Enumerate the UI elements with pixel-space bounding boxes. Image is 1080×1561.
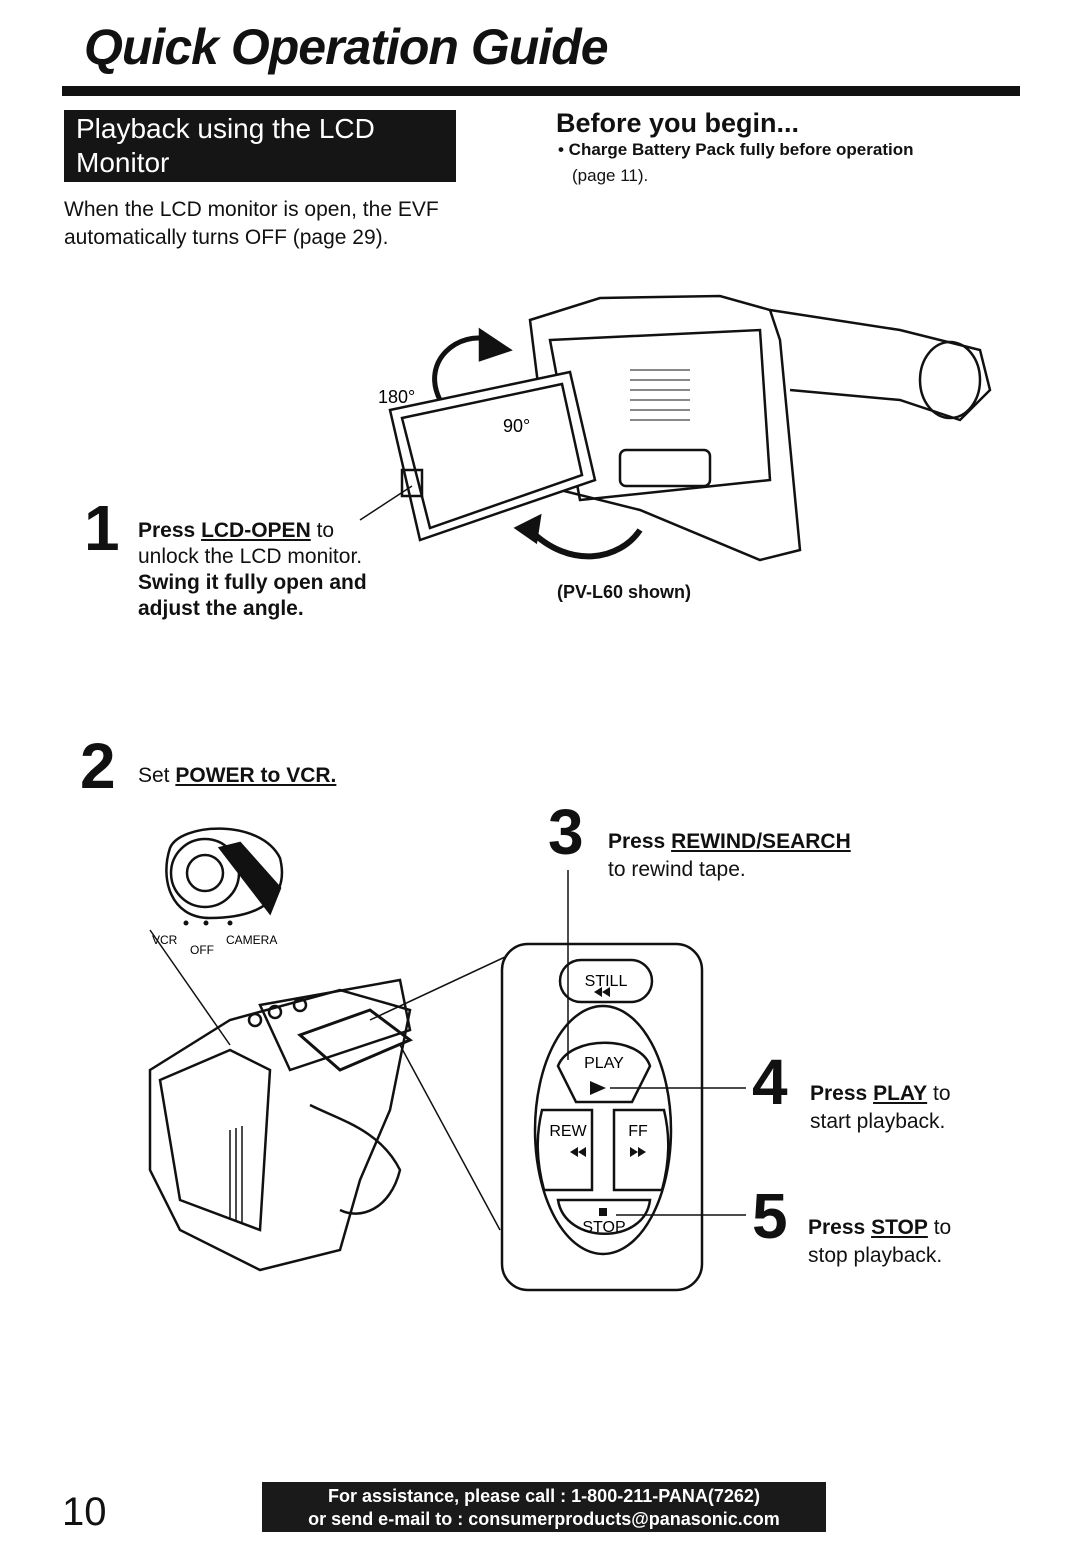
- before-page-ref: (page 11).: [572, 166, 649, 185]
- step-3-text: Press REWIND/SEARCH to rewind tape.: [608, 828, 851, 884]
- section-heading: Playback using the LCD Monitor: [64, 110, 456, 182]
- still-button-label: STILL: [585, 973, 628, 990]
- step-1-press: Press: [138, 519, 196, 542]
- intro-line2: automatically turns OFF (page 29).: [64, 226, 389, 249]
- play-button-label: PLAY: [584, 1055, 624, 1072]
- angle-180-label: 180°: [378, 387, 415, 407]
- step-4-button-name: PLAY: [873, 1082, 928, 1105]
- step-5-text: Press STOP to stop playback.: [808, 1214, 951, 1270]
- step-3-button-name: REWIND/SEARCH: [671, 830, 851, 853]
- step-3-press: Press: [608, 830, 666, 853]
- step-2-set: Set: [138, 764, 170, 787]
- step-5-number: 5: [752, 1180, 788, 1252]
- step-5-to: to: [933, 1216, 952, 1239]
- page-number: 10: [62, 1490, 107, 1534]
- step-1-number: 1: [84, 492, 120, 564]
- before-bullet: • Charge Battery Pack fully before opera…: [558, 140, 914, 159]
- step-4-line2: start playback.: [810, 1110, 946, 1133]
- assistance-phone: For assistance, please call : 1-800-211-…: [328, 1486, 760, 1506]
- step-5-press: Press: [808, 1216, 866, 1239]
- step-1-button-name: LCD-OPEN: [201, 519, 311, 542]
- step-1-line4: adjust the angle.: [138, 597, 304, 620]
- step-4-press: Press: [810, 1082, 868, 1105]
- step-2-action: POWER to VCR.: [175, 764, 337, 787]
- title-rule: [62, 86, 1020, 96]
- switch-label-off: OFF: [190, 943, 214, 957]
- switch-label-camera: CAMERA: [226, 933, 277, 947]
- button-panel-illustration: STILL PLAY REW FF STOP: [148, 870, 746, 1292]
- before-title: Before you begin...: [556, 108, 800, 138]
- step-4-text: Press PLAY to start playback.: [810, 1080, 951, 1136]
- stop-button-label: STOP: [582, 1219, 625, 1236]
- step-3-line2: to rewind tape.: [608, 858, 746, 881]
- section-heading-line1: Playback using the LCD: [76, 113, 375, 144]
- switch-label-vcr: VCR: [152, 933, 178, 947]
- camcorder-lcd-illustration: 180° 90°: [359, 294, 992, 562]
- figure-caption: (PV-L60 shown): [557, 582, 692, 602]
- step-5-button-name: STOP: [871, 1216, 928, 1239]
- power-switch-illustration: VCR OFF CAMERA: [152, 827, 284, 957]
- step-4-to: to: [933, 1082, 951, 1105]
- assistance-email: or send e-mail to : consumerproducts@pan…: [308, 1509, 780, 1529]
- intro-text: When the LCD monitor is open, the EVF au…: [64, 196, 524, 252]
- section-heading-line2: Monitor: [76, 147, 170, 178]
- step-3-number: 3: [548, 796, 584, 868]
- assistance-banner: For assistance, please call : 1-800-211-…: [262, 1482, 826, 1532]
- step-4-number: 4: [752, 1046, 788, 1118]
- intro-line1: When the LCD monitor is open, the EVF: [64, 198, 439, 221]
- page-title: Quick Operation Guide: [84, 19, 609, 75]
- step-5-line2: stop playback.: [808, 1244, 943, 1267]
- ff-button-label: FF: [628, 1123, 648, 1140]
- angle-90-label: 90°: [503, 416, 530, 436]
- step-2-text: Set POWER to VCR.: [138, 764, 336, 788]
- step-1-line2: unlock the LCD monitor.: [138, 545, 363, 568]
- step-1-text: Press LCD-OPEN to unlock the LCD monitor…: [138, 518, 438, 622]
- step-1-line3: Swing it fully open and: [138, 571, 367, 594]
- step-1-to: to: [316, 519, 335, 542]
- step-2-number: 2: [80, 730, 116, 802]
- rew-button-label: REW: [549, 1123, 587, 1140]
